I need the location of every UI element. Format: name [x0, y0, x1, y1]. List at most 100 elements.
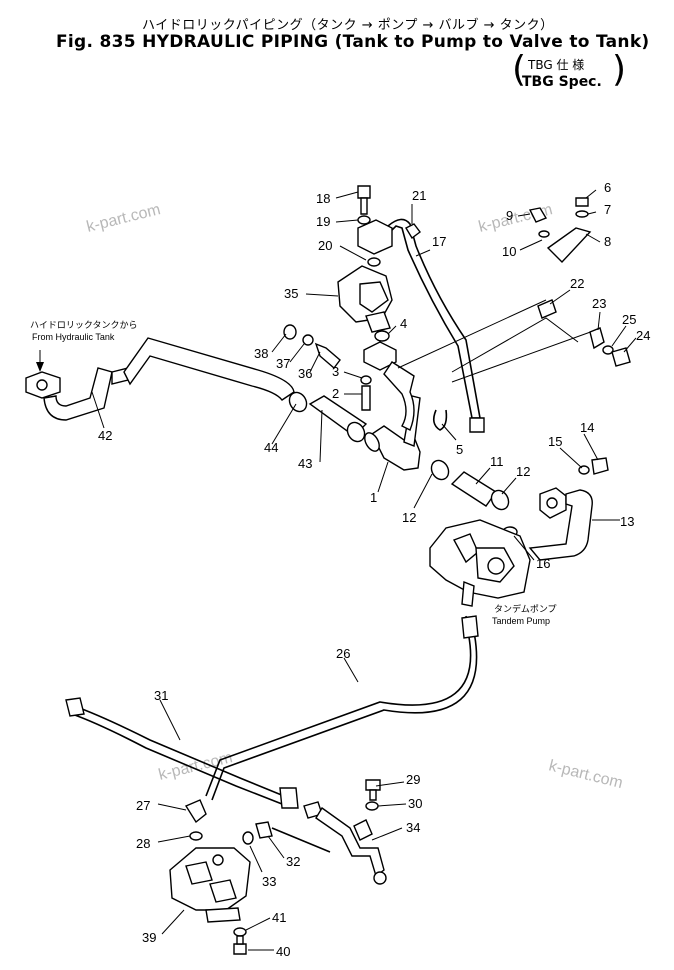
callout-40: 40 — [276, 944, 290, 959]
callout-34: 34 — [406, 820, 420, 835]
washer-25 — [602, 345, 614, 355]
spec-label-japanese: TBG 仕 様 — [528, 58, 585, 72]
callout-25: 25 — [622, 312, 636, 327]
bolt-40 — [236, 935, 244, 945]
o-ring-20 — [367, 257, 381, 267]
callout-2: 2 — [332, 386, 339, 401]
callout-12-right: 12 — [516, 464, 530, 479]
callout-26: 26 — [336, 646, 350, 661]
hose-31 — [73, 705, 285, 797]
bolt-2 — [361, 385, 371, 411]
callout-21: 21 — [412, 188, 426, 203]
washer-19 — [357, 215, 371, 225]
nut-21 — [405, 223, 421, 240]
leader-lines — [91, 189, 637, 951]
bolt-18-head — [357, 185, 371, 199]
callout-35: 35 — [284, 286, 298, 301]
tandem-pump — [429, 519, 531, 607]
callout-9: 9 — [506, 208, 513, 223]
bolt-18 — [360, 197, 368, 215]
callout-8: 8 — [604, 234, 611, 249]
hose-26 — [205, 615, 472, 797]
callout-37: 37 — [276, 356, 290, 371]
figure-title: Fig. 835 HYDRAULIC PIPING (Tank to Pump … — [56, 32, 650, 52]
callout-24: 24 — [636, 328, 650, 343]
bolt-40-head — [233, 943, 247, 955]
clamp-8 — [546, 227, 592, 264]
callout-15: 15 — [548, 434, 562, 449]
callout-10: 10 — [502, 244, 516, 259]
bolt-9-head — [528, 207, 548, 223]
callout-14: 14 — [580, 420, 594, 435]
o-ring-38 — [283, 324, 297, 340]
watermark-bottom-left: k-part.com — [157, 749, 234, 784]
washer-3 — [360, 375, 372, 385]
watermark-top-left: k-part.com — [85, 201, 162, 236]
callout-19: 19 — [316, 214, 330, 229]
from-tank-note-jp: ハイドロリックタンクから — [30, 320, 137, 330]
callout-20: 20 — [318, 238, 332, 253]
title-japanese: ハイドロリックパイピング（タンク → ポンプ → バルブ → タンク） — [142, 18, 554, 33]
callout-22: 22 — [570, 276, 584, 291]
callout-30: 30 — [408, 796, 422, 811]
bolt-29 — [369, 789, 377, 801]
callout-38: 38 — [254, 346, 268, 361]
hose-17 — [383, 218, 481, 419]
clip-5 — [432, 409, 448, 431]
pipe-13 — [528, 489, 593, 561]
pump-note: Tandem Pump — [492, 616, 550, 626]
callout-17: 17 — [432, 234, 446, 249]
watermark-bottom-right: k-part.com — [547, 757, 624, 792]
suction-pipe-42 — [25, 337, 295, 421]
from-tank-note: From Hydraulic Tank — [32, 332, 115, 342]
o-ring-4 — [374, 330, 390, 342]
callouts: 18 21 6 19 9 7 17 20 10 8 22 35 23 4 25 … — [98, 180, 650, 959]
clamp-44-upper — [288, 391, 308, 413]
callout-29: 29 — [406, 772, 420, 787]
callout-41: 41 — [272, 910, 286, 925]
callout-18: 18 — [316, 191, 330, 206]
callout-43: 43 — [298, 456, 312, 471]
callout-39: 39 — [142, 930, 156, 945]
bolt-14 — [591, 457, 609, 475]
callout-3: 3 — [332, 364, 339, 379]
callout-7: 7 — [604, 202, 611, 217]
washer-10 — [538, 230, 550, 238]
valve-39 — [169, 847, 251, 923]
washer-30 — [365, 801, 379, 811]
clamp-12-left — [430, 459, 450, 481]
bolt-24 — [611, 347, 631, 367]
bracket-23 — [589, 327, 605, 350]
callout-4: 4 — [400, 316, 407, 331]
callout-44-upper: 44 — [264, 440, 278, 455]
callout-6: 6 — [604, 180, 611, 195]
pump-note-jp: タンデムポンプ — [494, 603, 557, 614]
filter-35 — [337, 265, 393, 333]
spec-label: TBG Spec. — [522, 74, 602, 90]
elbow-27 — [184, 799, 207, 824]
callout-32: 32 — [286, 854, 300, 869]
washer-41 — [233, 927, 247, 937]
fitting-32 — [255, 821, 273, 839]
o-ring-28 — [189, 831, 203, 841]
pipe-34 — [315, 806, 385, 878]
callout-13: 13 — [620, 514, 634, 529]
callout-33: 33 — [262, 874, 276, 889]
clamp-12-right — [490, 489, 510, 511]
callout-11: 11 — [490, 454, 504, 469]
nut-6 — [575, 197, 589, 207]
hose-11 — [450, 471, 498, 507]
washer-37 — [302, 334, 314, 346]
callout-5: 5 — [456, 442, 463, 457]
flange-block — [357, 219, 393, 255]
callout-42: 42 — [98, 428, 112, 443]
callout-28: 28 — [136, 836, 150, 851]
plate-22 — [537, 299, 557, 319]
callout-1: 1 — [370, 490, 377, 505]
callout-16: 16 — [536, 556, 550, 571]
clamp-44-lower — [346, 421, 366, 443]
washer-7 — [575, 210, 589, 218]
callout-27: 27 — [136, 798, 150, 813]
callout-31: 31 — [154, 688, 168, 703]
